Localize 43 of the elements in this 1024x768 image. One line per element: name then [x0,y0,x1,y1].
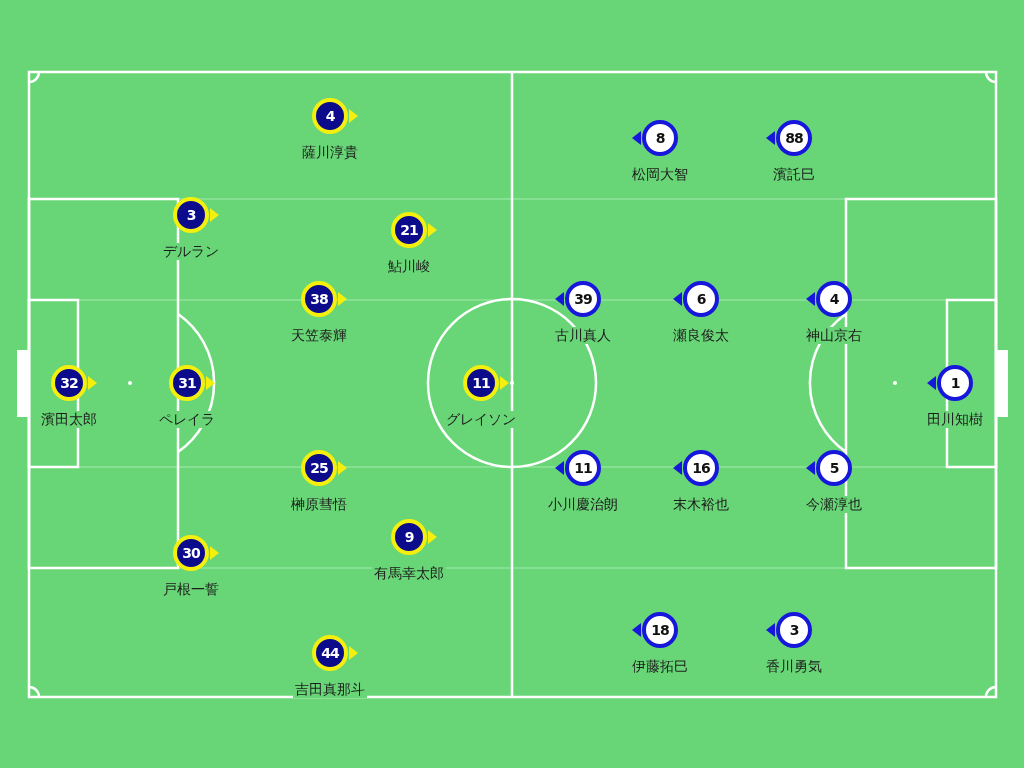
player-name: グレイソン [444,411,518,428]
player-marker: 44 [312,635,348,671]
player-marker: 18 [642,612,678,648]
player-name: 伊藤拓巳 [630,658,690,675]
player-marker: 30 [173,535,209,571]
player-marker: 6 [683,281,719,317]
player-name: 神山京右 [804,327,864,344]
player-name: 戸根一誓 [161,581,221,598]
player-marker: 4 [312,98,348,134]
player-marker: 21 [391,212,427,248]
player-name: 古川真人 [553,327,613,344]
player-marker: 88 [776,120,812,156]
player-name: 濱託巳 [771,166,817,183]
player-name: デルラン [161,243,221,260]
player-name: 有馬幸太郎 [372,565,446,582]
player-name: 鮎川峻 [386,258,432,275]
player-name: 濱田太郎 [39,411,99,428]
player-name: 天笠泰輝 [289,327,349,344]
player-marker: 25 [301,450,337,486]
player-marker: 3 [173,197,209,233]
player-marker: 8 [642,120,678,156]
player-name: 香川勇気 [764,658,824,675]
player-name: 小川慶治朗 [546,496,620,513]
player-marker: 38 [301,281,337,317]
player-marker: 32 [51,365,87,401]
player-name: 松岡大智 [630,166,690,183]
player-name: 薩川淳貴 [300,144,360,161]
player-marker: 11 [463,365,499,401]
player-marker: 11 [565,450,601,486]
player-name: 榊原彗悟 [289,496,349,513]
player-marker: 39 [565,281,601,317]
player-name: 吉田真那斗 [293,681,367,698]
player-marker: 5 [816,450,852,486]
player-name: 今瀬淳也 [804,496,864,513]
player-name: 田川知樹 [925,411,985,428]
player-marker: 16 [683,450,719,486]
player-marker: 1 [937,365,973,401]
player-marker: 31 [169,365,205,401]
player-marker: 4 [816,281,852,317]
player-name: 末木裕也 [671,496,731,513]
player-name: 瀬良俊太 [671,327,731,344]
player-marker: 9 [391,519,427,555]
player-marker: 3 [776,612,812,648]
